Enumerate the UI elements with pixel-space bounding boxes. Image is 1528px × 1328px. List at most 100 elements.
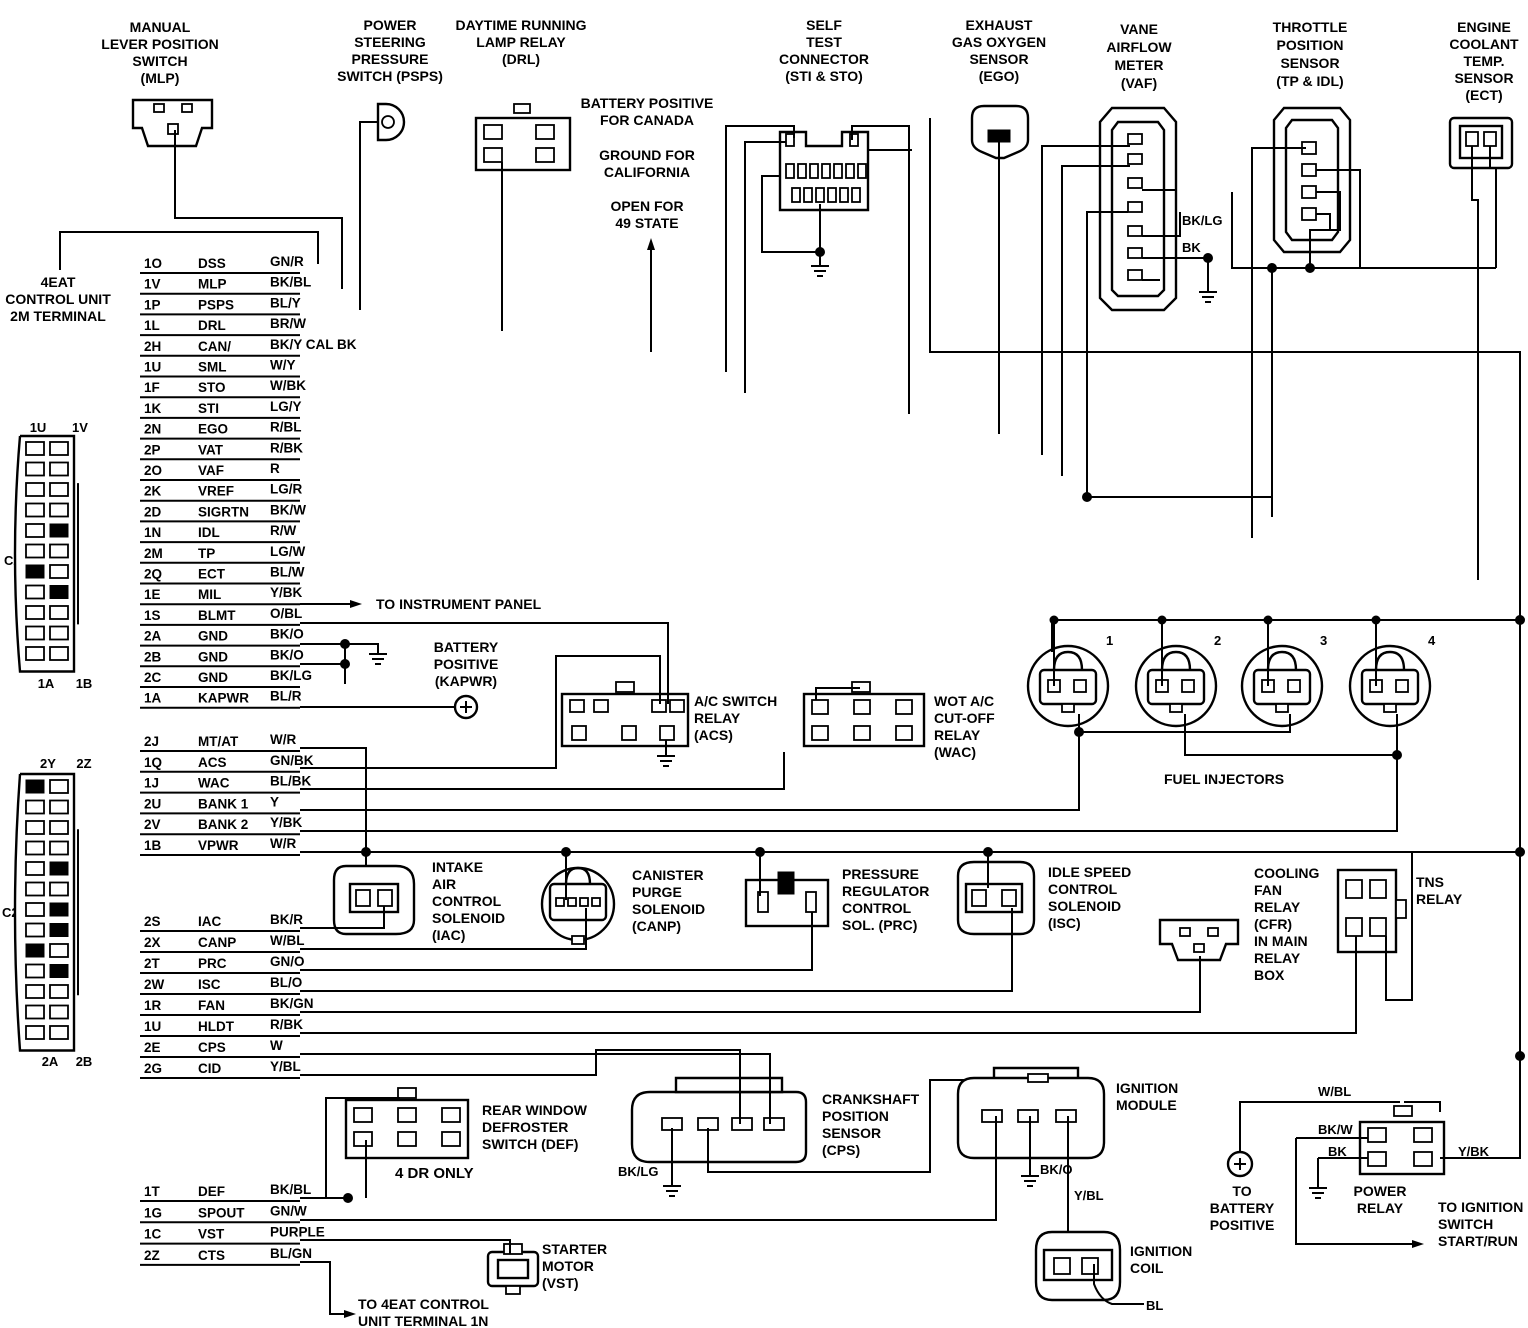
pin-number: 1J bbox=[144, 776, 159, 791]
to-instrument-panel: TO INSTRUMENT PANEL bbox=[376, 596, 542, 612]
pin-number: 2W bbox=[144, 977, 165, 992]
power-relay-bkw-wire-label: BK/W bbox=[1318, 1122, 1353, 1137]
svg-text:A/C SWITCH: A/C SWITCH bbox=[694, 693, 777, 709]
iac-label: INTAKE AIR CONTROL SOLENOID (IAC) bbox=[432, 859, 505, 943]
psps-switch-symbol bbox=[376, 102, 406, 142]
svg-text:STARTER: STARTER bbox=[542, 1241, 607, 1257]
pin-wire-color: R bbox=[270, 461, 280, 476]
svg-text:CONTROL: CONTROL bbox=[842, 900, 912, 916]
pin-signal: ECT bbox=[198, 567, 226, 582]
svg-text:RELAY: RELAY bbox=[1357, 1200, 1404, 1216]
pin-signal: IDL bbox=[198, 525, 220, 540]
svg-text:2M TERMINAL: 2M TERMINAL bbox=[10, 308, 106, 324]
pin-wire-color: BL/W bbox=[270, 565, 305, 580]
pin-wire-color: BR/W bbox=[270, 316, 306, 331]
pin-wire-color: O/BL bbox=[270, 606, 302, 621]
pin-number: 1S bbox=[144, 608, 161, 623]
pin-number: 2T bbox=[144, 956, 161, 971]
svg-text:AIR: AIR bbox=[432, 876, 456, 892]
injector-number: 1 bbox=[1106, 633, 1113, 648]
wac-relay-symbol bbox=[802, 681, 926, 748]
cfr-label: COOLING FAN RELAY (CFR) IN MAIN RELAY BO… bbox=[1254, 865, 1319, 983]
connector-pin bbox=[49, 923, 69, 937]
svg-text:MOTOR: MOTOR bbox=[542, 1258, 594, 1274]
pin-wire-color: BK/GN bbox=[270, 996, 314, 1011]
pin-wire-color: Y bbox=[270, 794, 279, 809]
svg-text:FAN: FAN bbox=[1254, 882, 1282, 898]
connector-c205: 2Y 2Z C205 2A 2B bbox=[2, 756, 92, 1069]
svg-text:CALIFORNIA: CALIFORNIA bbox=[604, 164, 690, 180]
connector-pin bbox=[25, 779, 45, 794]
pin-signal: VST bbox=[198, 1227, 225, 1242]
connector-pin bbox=[25, 502, 45, 518]
connector-pin bbox=[25, 799, 45, 815]
svg-text:EXHAUST: EXHAUST bbox=[966, 17, 1033, 33]
isc-solenoid-symbol bbox=[956, 860, 1036, 936]
svg-text:(DRL): (DRL) bbox=[502, 51, 540, 67]
pin-wire-color: BL/BK bbox=[270, 774, 311, 789]
prc-solenoid-symbol bbox=[744, 871, 830, 928]
svg-text:POWER: POWER bbox=[364, 17, 417, 33]
svg-text:POWER: POWER bbox=[1354, 1183, 1407, 1199]
four-dr-only-label: 4 DR ONLY bbox=[395, 1165, 474, 1182]
vaf-bk-wire-label: BK bbox=[1182, 240, 1201, 255]
cps-sensor-symbol bbox=[630, 1076, 808, 1164]
pin-number: 1F bbox=[144, 380, 160, 395]
connector-pin bbox=[49, 646, 69, 661]
svg-text:REAR WINDOW: REAR WINDOW bbox=[482, 1102, 588, 1118]
pin-number: 1L bbox=[144, 318, 160, 333]
svg-text:BATTERY POSITIVE: BATTERY POSITIVE bbox=[581, 95, 714, 111]
pin-wire-color: GN/O bbox=[270, 954, 305, 969]
svg-text:POSITION: POSITION bbox=[822, 1108, 889, 1124]
connector-pin bbox=[25, 922, 45, 938]
svg-text:GROUND FOR: GROUND FOR bbox=[599, 147, 695, 163]
pin-signal: CID bbox=[198, 1061, 222, 1076]
pin-signal: SIGRTN bbox=[198, 504, 249, 519]
pin-wire-color: BL/R bbox=[270, 689, 302, 704]
pin-number: 1U bbox=[144, 1019, 161, 1034]
svg-text:(VAF): (VAF) bbox=[1121, 75, 1157, 91]
connector-pin bbox=[49, 964, 69, 978]
pin-wire-color: LG/R bbox=[270, 482, 302, 497]
pin-signal: FAN bbox=[198, 998, 225, 1013]
pin-number: 1K bbox=[144, 401, 162, 416]
connector-pin bbox=[25, 820, 45, 835]
pin-number: 1A bbox=[144, 691, 162, 706]
iac-solenoid-symbol bbox=[332, 864, 416, 936]
svg-text:SWITCH: SWITCH bbox=[1438, 1216, 1493, 1232]
svg-text:AIRFLOW: AIRFLOW bbox=[1106, 39, 1172, 55]
pin-wire-color: W/R bbox=[270, 732, 296, 747]
pin-signal: HLDT bbox=[198, 1019, 235, 1034]
svg-text:LAMP RELAY: LAMP RELAY bbox=[476, 34, 566, 50]
self-test-connector-symbol bbox=[778, 130, 870, 212]
ect-label: ENGINE COOLANT TEMP. SENSOR (ECT) bbox=[1449, 19, 1519, 103]
connector-pin bbox=[49, 1025, 69, 1040]
pin-number: 1E bbox=[144, 587, 161, 602]
svg-text:PRESSURE: PRESSURE bbox=[842, 866, 919, 882]
pin-signal: SPOUT bbox=[198, 1205, 245, 1220]
injector-number: 4 bbox=[1428, 633, 1436, 648]
pin-wire-color: R/BL bbox=[270, 420, 302, 435]
ground-icon bbox=[1199, 291, 1217, 303]
svg-text:2B: 2B bbox=[76, 1054, 93, 1069]
pin-number: 1B bbox=[144, 838, 162, 853]
ground-icon bbox=[663, 1185, 681, 1197]
pin-signal: BANK 1 bbox=[198, 796, 249, 811]
svg-text:4EAT: 4EAT bbox=[41, 274, 76, 290]
connector-pin bbox=[49, 543, 69, 559]
def-switch-symbol bbox=[344, 1087, 470, 1160]
svg-text:IGNITION: IGNITION bbox=[1130, 1243, 1192, 1259]
connector-pin bbox=[49, 799, 69, 815]
pin-number: 2O bbox=[144, 463, 162, 478]
power-relay-label: POWER RELAY bbox=[1354, 1183, 1407, 1216]
connector-pin bbox=[49, 502, 69, 518]
connector-pin bbox=[25, 1025, 45, 1040]
svg-text:UNIT TERMINAL 1N: UNIT TERMINAL 1N bbox=[358, 1313, 488, 1328]
tns-label: TNS RELAY bbox=[1416, 874, 1463, 907]
